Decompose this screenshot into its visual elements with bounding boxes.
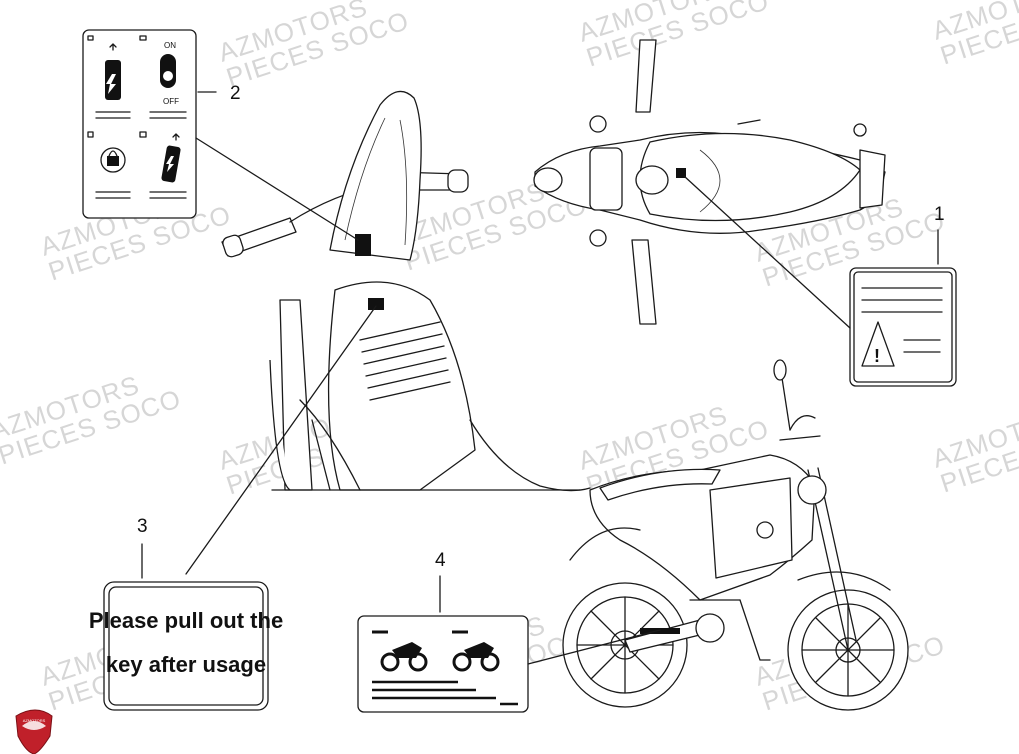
battery-insert-icon <box>139 131 187 199</box>
brand-logo: AZMOTORS <box>15 709 53 754</box>
label-4-bikes <box>357 615 529 713</box>
tag-1-location <box>676 168 686 178</box>
motorcycle-icon <box>452 642 500 672</box>
lock-charge-icon <box>87 131 131 199</box>
watermark: AZMOTORS PIECES SOCO <box>0 369 185 470</box>
callout-2: 2 <box>230 83 241 104</box>
watermark: AZMOTORS PIECES SOCO <box>215 0 413 92</box>
front-view-drawing <box>221 90 591 492</box>
callout-3: 3 <box>137 516 148 537</box>
callout-numbers: 1 2 3 4 <box>137 83 945 571</box>
label-3-line1: Please pull out the <box>89 608 283 633</box>
tag-3-location <box>368 298 384 310</box>
shield-icon <box>15 709 53 754</box>
tag-2-location <box>355 234 371 256</box>
label-2-icons: ON OFF <box>82 29 197 219</box>
logo-text: AZMOTORS <box>23 718 46 723</box>
power-switch-icon: ON OFF <box>139 35 187 119</box>
top-view-drawing <box>533 39 886 325</box>
leader-lines <box>141 91 939 665</box>
tag-4-location <box>640 628 680 634</box>
battery-remove-icon <box>87 35 131 119</box>
label-1-warning: ! <box>849 267 957 387</box>
svg-text:!: ! <box>874 346 880 366</box>
watermark: AZMOTORS PIECES SOCO <box>929 397 1019 498</box>
motorcycle-icon <box>380 642 428 672</box>
watermark: AZMOTORS PIECES SOCO <box>575 0 773 72</box>
label-3-key-notice: Please pull out the key after usage <box>89 581 283 711</box>
watermark: AZMOTORS PIECES SOCO <box>929 0 1019 70</box>
callout-4: 4 <box>435 550 446 571</box>
warning-triangle-icon <box>861 321 895 367</box>
callout-1: 1 <box>934 204 945 225</box>
on-label: ON <box>164 41 176 50</box>
label-3-line2: key after usage <box>106 652 266 677</box>
off-label: OFF <box>163 97 179 106</box>
side-view-drawing <box>562 359 909 711</box>
tank-vents <box>359 321 451 401</box>
